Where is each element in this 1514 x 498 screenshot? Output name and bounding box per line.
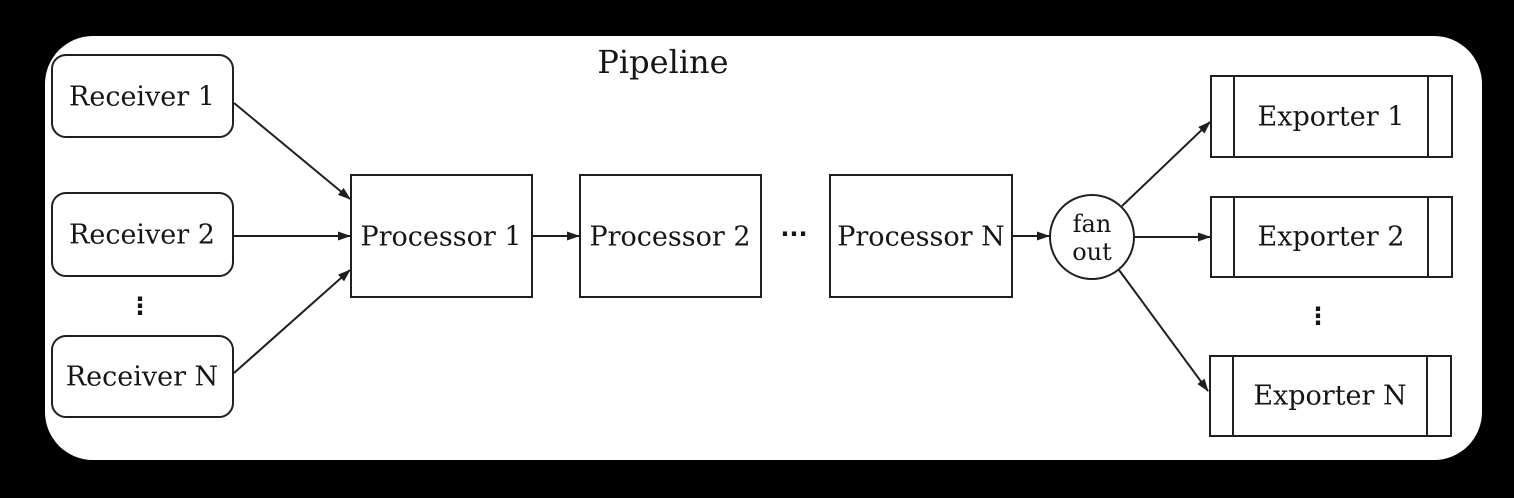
- node-processor-1: Processor 1: [350, 174, 533, 298]
- receiver-2-box: [51, 192, 234, 277]
- diagram-title: Pipeline: [597, 43, 728, 81]
- receiver-2-label: Receiver 2: [69, 220, 215, 251]
- node-fan-out: fan out: [1049, 194, 1135, 280]
- fan-out-label-line2: out: [1072, 238, 1112, 266]
- receivers-ellipsis: ⋮: [128, 292, 152, 320]
- exporter-1-label: Exporter 1: [1258, 102, 1405, 133]
- node-receiver-1: Receiver 1: [51, 54, 234, 138]
- fan-out-label-line1: fan: [1073, 210, 1112, 238]
- receiver-n-label: Receiver N: [66, 362, 218, 393]
- exporter-2-label: Exporter 2: [1258, 222, 1405, 253]
- processor-n-box: [829, 174, 1013, 298]
- node-processor-2: Processor 2: [579, 174, 762, 298]
- exporter-2-box: [1210, 196, 1453, 278]
- edge-fanout-exporter1: [1121, 121, 1211, 207]
- edges: [233, 102, 1211, 392]
- fan-out-circle: [1049, 194, 1135, 280]
- exporter-n-box: [1209, 355, 1452, 437]
- node-exporter-2: Exporter 2: [1210, 196, 1453, 278]
- exporter-1-box: [1210, 75, 1453, 158]
- node-processor-n: Processor N: [829, 174, 1013, 298]
- receiver-1-box: [51, 54, 234, 138]
- processor-2-label: Processor 2: [589, 222, 750, 253]
- node-receiver-2: Receiver 2: [51, 192, 234, 277]
- edge-receiver1-processor1: [233, 102, 351, 200]
- node-exporter-1: Exporter 1: [1210, 75, 1453, 158]
- edge-receiverN-processor1: [233, 269, 351, 374]
- node-exporter-n: Exporter N: [1209, 355, 1452, 437]
- edge-fanout-exporterN: [1118, 269, 1209, 392]
- node-receiver-n: Receiver N: [51, 335, 234, 418]
- processor-1-box: [350, 174, 533, 298]
- receiver-1-label: Receiver 1: [69, 82, 215, 113]
- pipeline-container: [45, 36, 1482, 460]
- processor-n-label: Processor N: [837, 222, 1005, 253]
- processor-2-box: [579, 174, 762, 298]
- processor-1-label: Processor 1: [360, 222, 521, 253]
- receiver-n-box: [51, 335, 234, 418]
- exporter-n-label: Exporter N: [1253, 381, 1406, 412]
- processors-ellipsis: ···: [780, 220, 807, 248]
- exporters-ellipsis: ⋮: [1306, 302, 1330, 330]
